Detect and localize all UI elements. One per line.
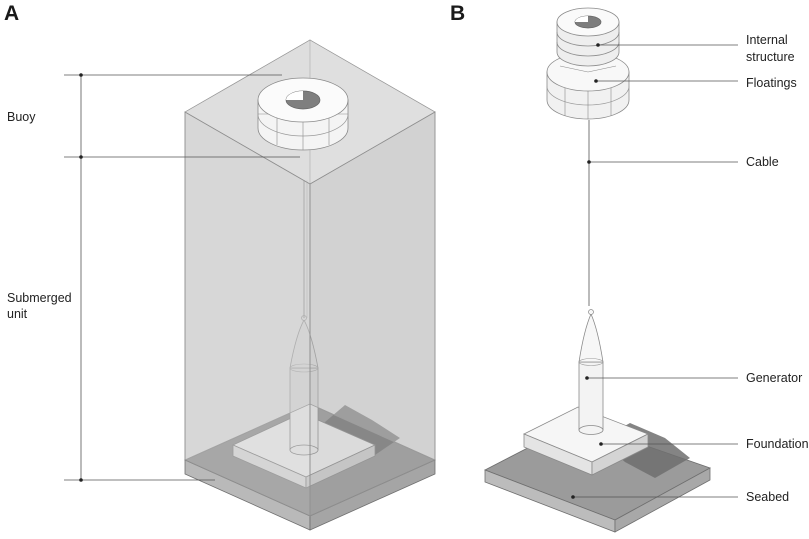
internal-structure-label-line1: Internal: [746, 33, 788, 47]
panel-b-letter: B: [450, 2, 465, 25]
buoy-label: Buoy: [7, 110, 36, 124]
internal-structure-label-line2: structure: [746, 50, 795, 64]
submerged-unit-label-line2: unit: [7, 307, 28, 321]
seabed-label: Seabed: [746, 490, 789, 504]
submerged-unit-label-line1: Submerged: [7, 291, 72, 305]
panel-b-generator: [578, 309, 604, 435]
panel-a-buoy: [257, 77, 349, 151]
panel-a-letter: A: [4, 2, 19, 25]
panel-a-generator: [289, 315, 319, 456]
panel-a-dimensions: [64, 73, 300, 482]
panel-b-internal-structure: [556, 7, 620, 67]
floatings-label: Floatings: [746, 76, 797, 90]
generator-label: Generator: [746, 371, 802, 385]
panel-b-leaders: [571, 43, 738, 499]
panel-a: A: [4, 2, 436, 531]
foundation-label: Foundation: [746, 437, 809, 451]
panel-b: B: [450, 2, 809, 533]
cable-label: Cable: [746, 155, 779, 169]
